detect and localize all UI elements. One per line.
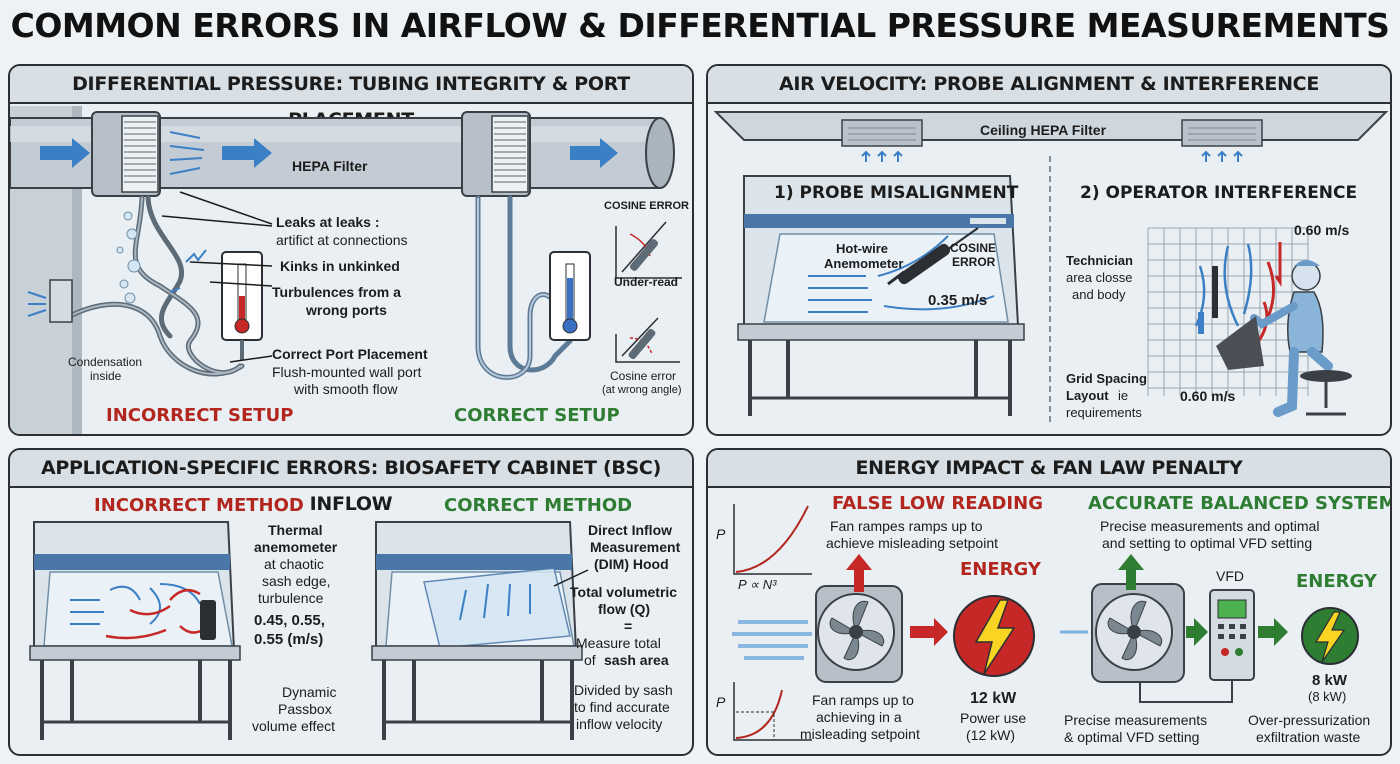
page-title: COMMON ERRORS IN AIRFLOW & DIFFERENTIAL …: [10, 6, 1390, 45]
turbulence-label-1: Turbulences from a: [272, 284, 401, 300]
power-use-value: (12 kW): [966, 727, 1015, 743]
port-placement-desc-2: with smooth flow: [294, 381, 398, 397]
thermal-label: Thermal: [268, 522, 323, 538]
panel-heading: APPLICATION-SPECIFIC ERRORS: BIOSAFETY C…: [10, 450, 692, 515]
accurate-system-title: ACCURATE BALANCED SYSTEM: [1088, 493, 1392, 514]
port-placement-label: Correct Port Placement: [272, 346, 428, 362]
cosine-error-label: Cosine error: [610, 369, 677, 383]
panel-heading: AIR VELOCITY: PROBE ALIGNMENT & INTERFER…: [708, 66, 1390, 104]
fan-law-label: P ∝ N³: [738, 577, 777, 592]
velocity-reading-060-bottom: 0.60 m/s: [1180, 388, 1236, 404]
turbulence-label-2: wrong ports: [306, 302, 387, 318]
kinks-label: Kinks in unkinked: [280, 258, 400, 274]
axis-p-label-2: P: [716, 694, 726, 710]
panel-air-velocity: AIR VELOCITY: PROBE ALIGNMENT & INTERFER…: [706, 64, 1392, 436]
passbox-label: Passbox: [278, 701, 332, 717]
false-low-reading-title: FALSE LOW READING: [832, 493, 1043, 514]
measured-values-1: 0.45, 0.55,: [254, 612, 325, 629]
condensation-label-1: Condensation: [68, 355, 143, 369]
measure-total-label: Measure total: [576, 635, 661, 651]
energy-green-label: ENERGY: [1296, 571, 1377, 592]
panel-energy-impact: ENERGY IMPACT & FAN LAW PENALTY: [706, 448, 1392, 756]
total-flow-label-2: flow (Q): [598, 601, 651, 617]
operator-interference-title: 2) OPERATOR INTERFERENCE: [1080, 183, 1358, 203]
false-low-desc-2: achieve misleading setpoint: [826, 535, 998, 551]
panel-differential-pressure: DIFFERENTIAL PRESSURE: TUBING INTEGRITY …: [8, 64, 694, 436]
panel-heading: ENERGY IMPACT & FAN LAW PENALTY: [708, 450, 1390, 488]
divided-label-3: inflow velocity: [576, 716, 663, 732]
grid-layout-label: Layout: [1066, 388, 1109, 403]
bsc-illustration: [29, 521, 589, 740]
cosine-error-title: COSINE ERROR: [604, 200, 689, 212]
turbulence-label: turbulence: [258, 590, 324, 606]
divided-label-2: to find accurate: [574, 699, 670, 715]
incorrect-setup-label: INCORRECT SETUP: [106, 405, 294, 426]
panel-bsc-inflow: APPLICATION-SPECIFIC ERRORS: BIOSAFETY C…: [8, 448, 694, 756]
total-flow-label-1: Total volumetric: [570, 584, 678, 600]
leaks-connections-label: artifict at connections: [276, 232, 408, 248]
ceiling-hepa-label: Ceiling HEPA Filter: [980, 122, 1107, 138]
kw-green-label: 8 kW: [1312, 672, 1348, 689]
correct-method-label: CORRECT METHOD: [444, 495, 633, 516]
kw-red-label: 12 kW: [970, 690, 1017, 707]
dim-label-3: (DIM) Hood: [594, 556, 669, 572]
anemometer-label: Anemometer: [824, 256, 904, 271]
volume-effect-label: volume effect: [252, 718, 336, 734]
measured-values-2: 0.55 (m/s): [254, 631, 324, 648]
anemometer-label: anemometer: [254, 539, 338, 555]
cosine-error-angle: (at wrong angle): [602, 384, 682, 396]
dim-label-1: Direct Inflow: [588, 522, 673, 538]
accurate-desc-1: Precise measurements and optimal: [1100, 518, 1320, 534]
correct-setup-label: CORRECT SETUP: [454, 405, 620, 426]
exfiltration-label: exfiltration waste: [1256, 729, 1361, 745]
hot-wire-label: Hot-wire: [836, 241, 888, 256]
grid-requirements-label: requirements: [1066, 405, 1142, 420]
dim-label-2: Measurement: [590, 539, 681, 555]
power-use-label: Power use: [960, 710, 1027, 726]
port-placement-desc-1: Flush-mounted wall port: [272, 364, 422, 380]
air-velocity-illustration: [713, 111, 1389, 426]
ramps-desc-3: misleading setpoint: [800, 726, 920, 742]
leaks-label: Leaks at leaks :: [276, 214, 380, 230]
over-pressurization-label: Over-pressurization: [1248, 712, 1371, 728]
technician-body-label: and body: [1072, 287, 1126, 302]
kw-green-value: (8 kW): [1308, 689, 1347, 704]
tubing-illustration: [10, 106, 682, 434]
equals-sign: =: [624, 618, 633, 634]
under-read-label: Under-read: [614, 275, 679, 289]
error-label: ERROR: [952, 255, 996, 269]
velocity-reading-035: 0.35 m/s: [928, 292, 988, 309]
hepa-filter-label: HEPA Filter: [292, 158, 368, 174]
energy-red-label: ENERGY: [960, 559, 1041, 580]
axis-p-label: P: [716, 526, 726, 542]
sash-edge-label: sash edge,: [262, 573, 331, 589]
precise-desc-1: Precise measurements: [1064, 712, 1208, 728]
sash-area-of: of: [584, 652, 596, 668]
vfd-label: VFD: [1216, 568, 1244, 584]
velocity-reading-060-top: 0.60 m/s: [1294, 222, 1350, 238]
technician-area-label: area closse: [1066, 270, 1133, 285]
cosine-label: COSINE: [950, 241, 997, 255]
sash-area-label: sash area: [604, 652, 669, 668]
divided-label-1: Divided by sash: [574, 682, 673, 698]
ramps-desc-2: achieving in a: [816, 709, 902, 725]
energy-illustration: [732, 504, 1359, 741]
technician-label: Technician: [1066, 253, 1133, 268]
probe-misalignment-title: 1) PROBE MISALIGNMENT: [774, 183, 1019, 203]
incorrect-method-label: INCORRECT METHOD: [94, 495, 304, 516]
grid-layout-suffix: ie: [1118, 388, 1129, 403]
false-low-desc-1: Fan rampes ramps up to: [830, 518, 983, 534]
dynamic-label: Dynamic: [282, 684, 337, 700]
accurate-desc-2: and setting to optimal VFD setting: [1102, 535, 1313, 551]
condensation-label-2: inside: [90, 369, 122, 383]
precise-desc-2: & optimal VFD setting: [1064, 729, 1200, 745]
chaotic-label: at chaotic: [264, 556, 324, 572]
ramps-desc-1: Fan ramps up to: [812, 692, 914, 708]
grid-spacing-label: Grid Spacing: [1066, 371, 1147, 386]
